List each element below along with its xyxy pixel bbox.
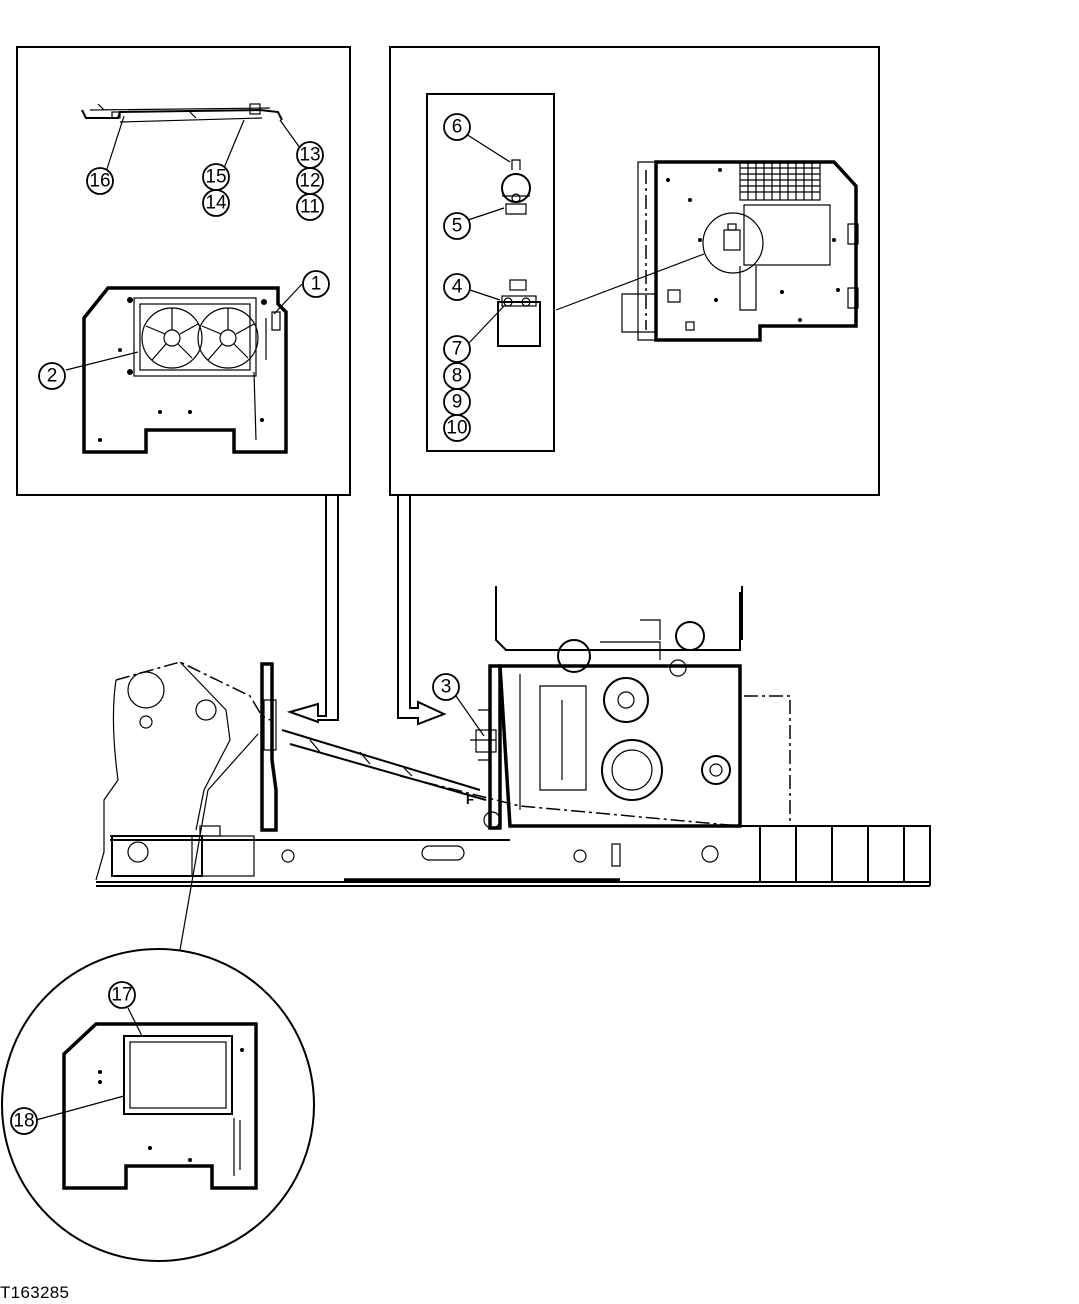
callout-15: 15 xyxy=(202,163,230,191)
inset-pointer-arrows xyxy=(286,495,447,726)
callout-10: 10 xyxy=(443,414,471,442)
left-inset-panel xyxy=(16,46,351,496)
callout-5: 5 xyxy=(443,212,471,240)
radiator-panel-detail xyxy=(82,286,288,454)
relay-detail-upper xyxy=(501,159,531,215)
callout-17: 17 xyxy=(108,981,136,1009)
callout-16: 16 xyxy=(86,167,114,195)
callout-5-label: 5 xyxy=(452,216,463,237)
callout-9-label: 9 xyxy=(452,392,463,413)
callout-6-label: 6 xyxy=(452,117,463,138)
callout-12: 12 xyxy=(296,167,324,195)
figure-id-label: T163285 xyxy=(0,1283,70,1302)
vent-grid xyxy=(739,161,821,201)
callout-7-label: 7 xyxy=(452,339,463,360)
callout-13: 13 xyxy=(296,141,324,169)
bracket-rail-detail xyxy=(81,103,283,123)
callout-11-label: 11 xyxy=(300,197,320,218)
callout-14-label: 14 xyxy=(205,193,227,214)
engine-assembly xyxy=(470,586,743,830)
callout-15-label: 15 xyxy=(205,167,226,188)
callout-18: 18 xyxy=(10,1107,38,1135)
callout-7: 7 xyxy=(443,335,471,363)
callout-8: 8 xyxy=(443,362,471,390)
callout-18-label: 18 xyxy=(13,1111,34,1132)
callout-13-label: 13 xyxy=(299,145,320,166)
callout-11: 11 xyxy=(296,193,324,221)
callout-8-label: 8 xyxy=(452,366,463,387)
callout-4: 4 xyxy=(443,273,471,301)
callout-10-label: 10 xyxy=(446,418,467,439)
circular-detail-view xyxy=(1,948,315,1262)
callout-2: 2 xyxy=(38,362,66,390)
callout-9: 9 xyxy=(443,388,471,416)
machine-frame-view: F xyxy=(95,586,931,951)
relay-detail-lower xyxy=(497,279,541,347)
callout-3: 3 xyxy=(432,673,460,701)
callout-17-label: 17 xyxy=(111,985,132,1006)
callout-14: 14 xyxy=(202,189,230,217)
callout-3-label: 3 xyxy=(441,677,452,698)
callout-1: 1 xyxy=(302,270,330,298)
callout-2-label: 2 xyxy=(47,366,58,387)
callout-4-label: 4 xyxy=(452,277,463,298)
panel-marker-f: F xyxy=(466,792,474,807)
callout-12-label: 12 xyxy=(299,171,320,192)
callout-1-label: 1 xyxy=(311,274,322,295)
right-inset-panel xyxy=(389,46,880,496)
callout-6: 6 xyxy=(443,113,471,141)
callout-16-label: 16 xyxy=(89,171,110,192)
mounting-plate-detail xyxy=(621,160,859,342)
